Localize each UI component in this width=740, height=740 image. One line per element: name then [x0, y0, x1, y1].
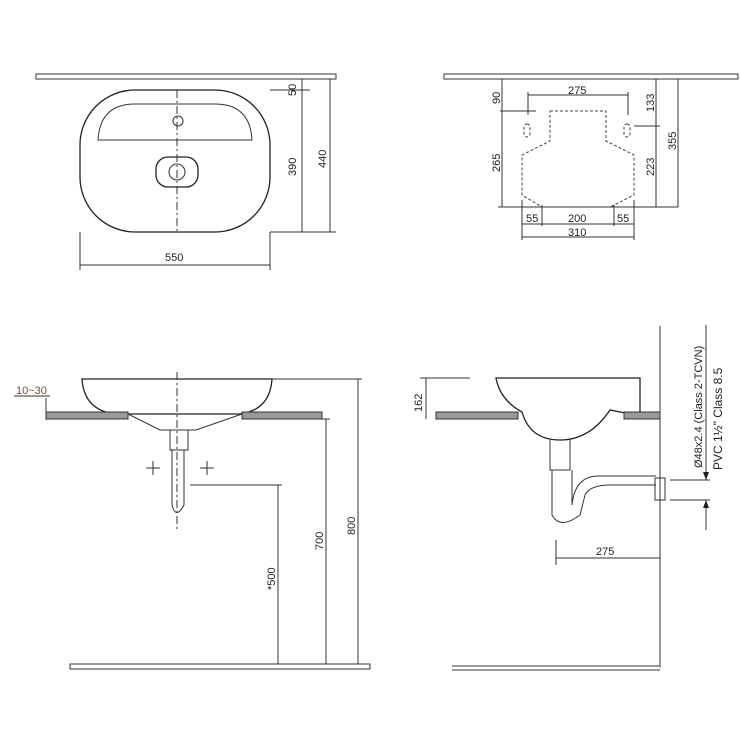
drain-pipe	[169, 430, 189, 513]
basin-side	[495, 377, 641, 441]
basin-rim	[97, 103, 253, 141]
dim-133: 133	[645, 94, 657, 112]
pipe-spec-label: Ø48x2.4 (Class 2-TCVN)	[693, 346, 705, 468]
dim-162: 162	[413, 394, 425, 412]
dim-800: 800	[346, 517, 358, 535]
dim-310: 310	[568, 227, 586, 239]
basin-outline	[79, 89, 271, 233]
dim-550: 550	[165, 252, 183, 264]
mount-bolt-right	[200, 461, 214, 475]
dim-275: 275	[568, 85, 586, 97]
wall-edge	[443, 73, 739, 80]
arrow-down-icon	[703, 472, 709, 480]
mounting-slot-left	[523, 123, 531, 138]
countertop-slab-left	[45, 411, 129, 420]
dim-440: 440	[317, 150, 329, 168]
tap-hole	[172, 115, 184, 127]
countertop-edge	[35, 73, 337, 80]
dim-50: 50	[287, 84, 299, 96]
dim-55-left: 55	[526, 213, 538, 225]
side-view: 162 275 Ø48x2.4 (Class 2-TCVN) PVC 1½" C…	[413, 325, 725, 671]
dim-500: *500	[266, 567, 278, 590]
dim-223: 223	[645, 158, 657, 176]
mount-bolt-left	[146, 461, 160, 475]
dim-390: 390	[287, 158, 299, 176]
basin-underside	[127, 413, 243, 431]
dim-355: 355	[667, 132, 679, 150]
bracket-outline	[521, 110, 635, 208]
countertop-slab-right	[623, 411, 661, 420]
front-view: 10~30 *500 700 800	[14, 372, 371, 670]
countertop-slab-right	[241, 411, 323, 420]
dim-265: 265	[491, 154, 503, 172]
mounting-slot-right	[623, 123, 631, 138]
countertop-slab-left	[435, 411, 519, 420]
dim-275-side: 275	[596, 546, 614, 558]
dim-55-right: 55	[617, 213, 629, 225]
pvc-spec-label: PVC 1½" Class 8.5	[711, 367, 725, 470]
dim-10-30: 10~30	[16, 385, 47, 397]
floor-line	[69, 663, 371, 670]
top-view: 50 390 440 550	[35, 73, 337, 270]
mounting-view: 90 275 133 355 265 223 55 200 55 310	[443, 73, 739, 240]
dim-700: 700	[314, 532, 326, 550]
basin-front	[81, 378, 273, 415]
arrow-up-icon	[703, 500, 709, 508]
dim-200: 200	[568, 213, 586, 225]
drain-inner	[168, 163, 186, 181]
p-trap-pipe	[549, 440, 656, 523]
dim-90: 90	[491, 92, 503, 104]
